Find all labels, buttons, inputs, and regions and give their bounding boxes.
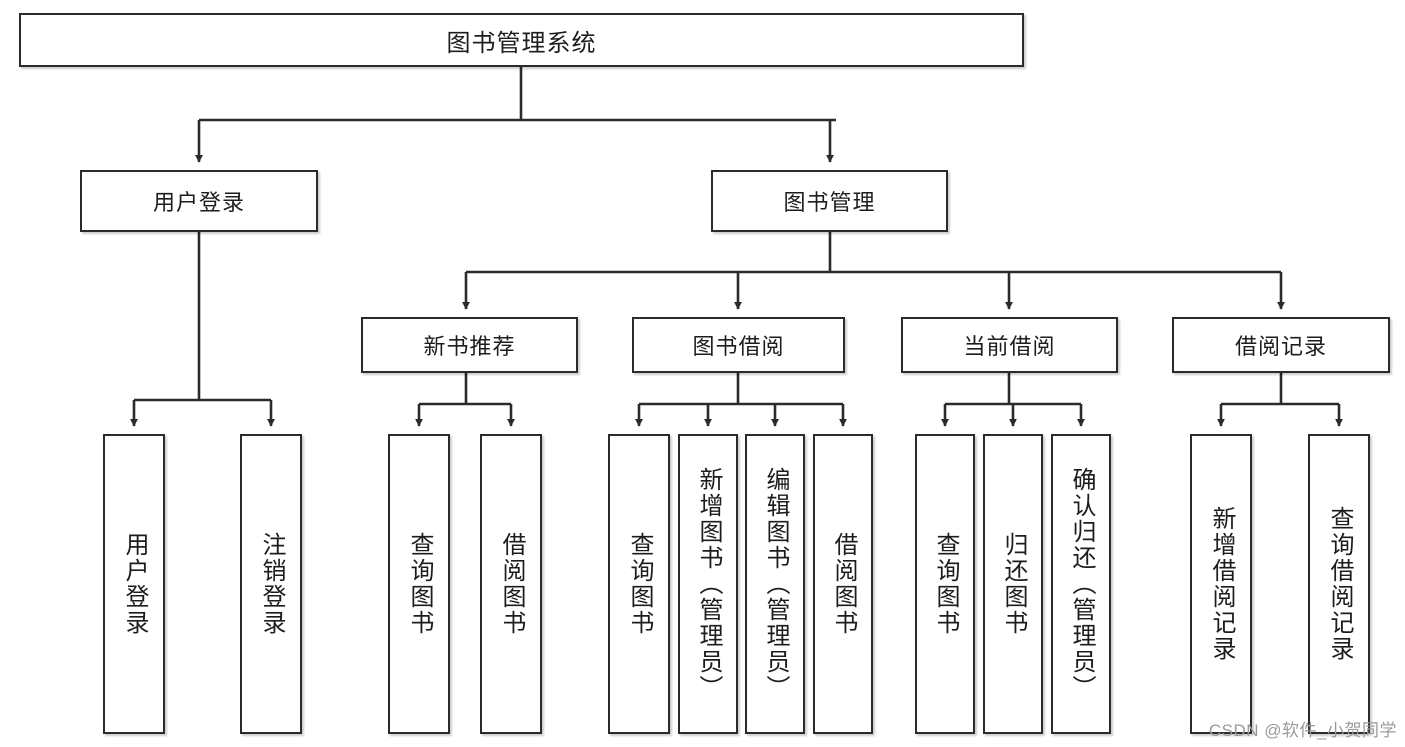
leaf-add-borrow-record[interactable]: 新增借阅记录	[1190, 434, 1252, 734]
leaf-borrow-book-label: 借阅图书	[829, 532, 857, 636]
leaf-add-borrow-record-label: 新增借阅记录	[1207, 506, 1235, 662]
leaf-edit-book-admin[interactable]: 编辑图书（管理员）	[745, 434, 805, 734]
csdn-watermark: CSDN @软件_小贺同学	[1208, 721, 1397, 740]
leaf-query-book-current[interactable]: 查询图书	[915, 434, 975, 734]
leaf-return-book[interactable]: 归还图书	[983, 434, 1043, 734]
node-new-book-recommend-label: 新书推荐	[423, 334, 516, 359]
leaf-confirm-return-admin-label: 确认归还（管理员）	[1067, 467, 1095, 701]
leaf-user-login[interactable]: 用户登录	[103, 434, 165, 734]
leaf-query-book-recommend-label: 查询图书	[405, 532, 433, 636]
leaf-borrow-book-recommend-label: 借阅图书	[497, 532, 525, 636]
leaf-add-book-admin-label: 新增图书（管理员）	[694, 467, 722, 701]
leaf-logout[interactable]: 注销登录	[240, 434, 302, 734]
leaf-query-borrow-record[interactable]: 查询借阅记录	[1308, 434, 1370, 734]
node-book-borrow[interactable]: 图书借阅	[632, 317, 845, 373]
node-borrow-record-label: 借阅记录	[1234, 334, 1327, 359]
leaf-query-book-borrow-label: 查询图书	[625, 532, 653, 636]
node-current-borrow-label: 当前借阅	[963, 334, 1056, 359]
node-current-borrow[interactable]: 当前借阅	[901, 317, 1118, 373]
leaf-logout-label: 注销登录	[257, 532, 285, 636]
leaf-query-borrow-record-label: 查询借阅记录	[1325, 506, 1353, 662]
leaf-user-login-label: 用户登录	[120, 532, 148, 636]
leaf-query-book-current-label: 查询图书	[931, 532, 959, 636]
leaf-return-book-label: 归还图书	[999, 532, 1027, 636]
leaf-borrow-book-recommend[interactable]: 借阅图书	[480, 434, 542, 734]
node-new-book-recommend[interactable]: 新书推荐	[361, 317, 578, 373]
node-root-label: 图书管理系统	[446, 29, 597, 57]
leaf-query-book-recommend[interactable]: 查询图书	[388, 434, 450, 734]
node-user-login[interactable]: 用户登录	[80, 170, 318, 232]
leaf-add-book-admin[interactable]: 新增图书（管理员）	[678, 434, 738, 734]
node-book-borrow-label: 图书借阅	[692, 334, 785, 359]
node-book-management[interactable]: 图书管理	[711, 170, 948, 232]
node-borrow-record[interactable]: 借阅记录	[1172, 317, 1390, 373]
leaf-edit-book-admin-label: 编辑图书（管理员）	[761, 467, 789, 701]
node-user-login-label: 用户登录	[152, 190, 245, 215]
node-root[interactable]: 图书管理系统	[19, 13, 1024, 67]
node-book-management-label: 图书管理	[783, 190, 876, 215]
leaf-borrow-book[interactable]: 借阅图书	[813, 434, 873, 734]
leaf-query-book-borrow[interactable]: 查询图书	[608, 434, 670, 734]
leaf-confirm-return-admin[interactable]: 确认归还（管理员）	[1051, 434, 1111, 734]
